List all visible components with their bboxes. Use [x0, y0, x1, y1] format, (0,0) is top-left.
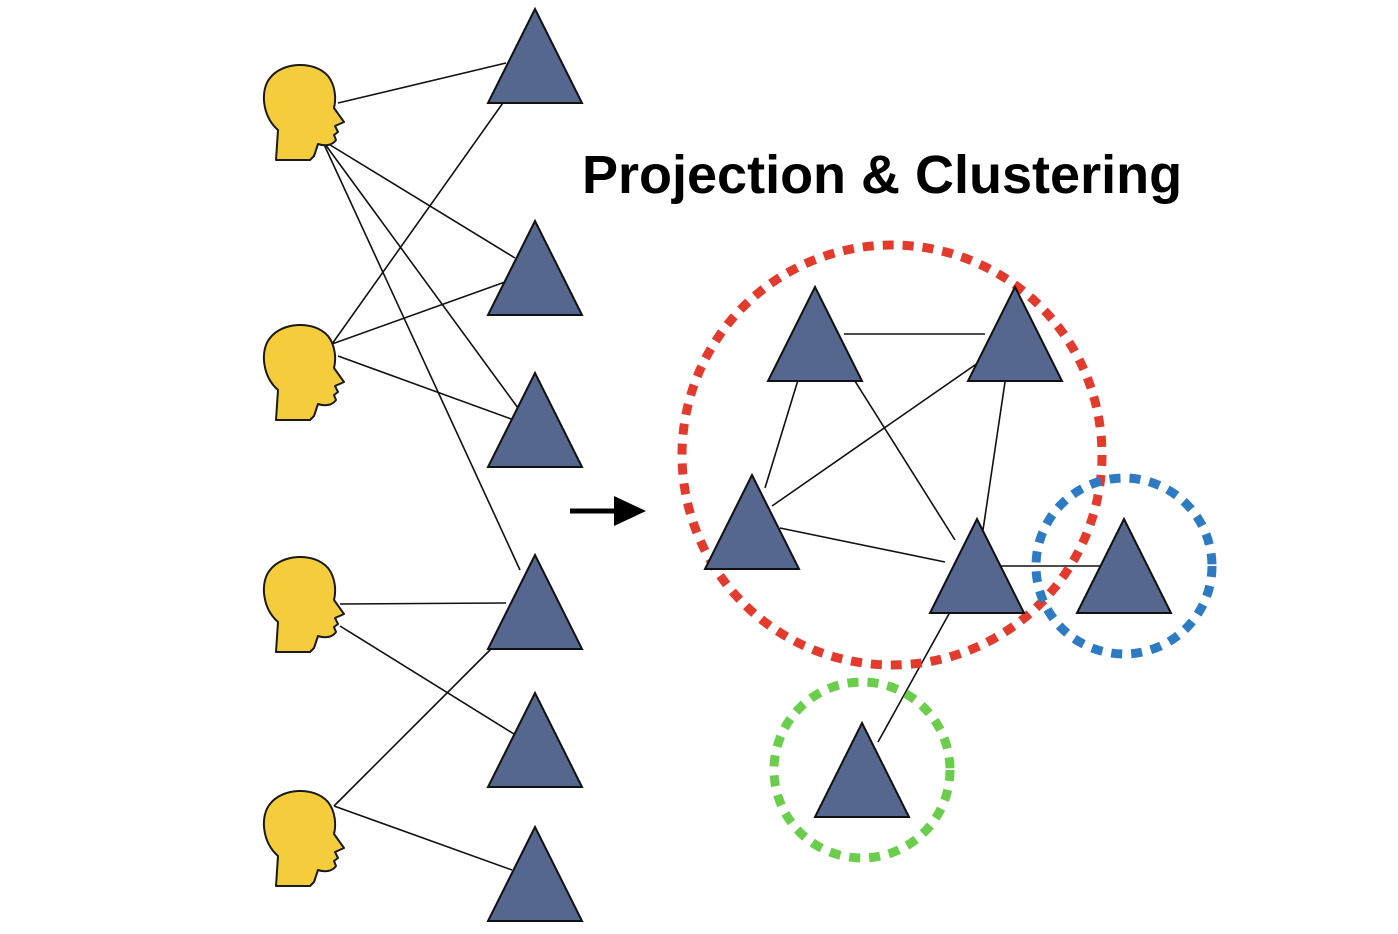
person-head-icon-p1: [262, 63, 345, 161]
item-triangle-icon-t4: [486, 552, 584, 650]
bipartite-edge-p3-t5: [339, 625, 515, 735]
projection-edge-b-c: [771, 357, 986, 507]
projected-triangle-icon-b: [966, 284, 1064, 382]
arrow-head-icon: [614, 496, 646, 526]
projection-arrow: [570, 496, 646, 526]
projection-edge-a-d: [847, 369, 956, 541]
bipartite-edge-p2-t2: [331, 281, 506, 345]
cluster-green-circle: [769, 677, 955, 863]
item-triangle-icon-t3: [486, 370, 584, 468]
diagram-title: Projection & Clustering: [582, 145, 1182, 205]
bipartite-edge-p4-t4: [333, 647, 493, 807]
bipartite-edge-p2-t3: [337, 355, 515, 421]
bipartite-edge-p1-t4: [321, 139, 521, 571]
projected-triangle-icon-c: [703, 472, 801, 570]
projection-edge-d-f: [877, 611, 951, 743]
projected-triangle-icon-f: [813, 720, 911, 818]
clusters-layer: [677, 240, 1217, 863]
cluster-red-circle: [677, 240, 1107, 670]
bipartite-edge-p1-t3: [321, 139, 519, 409]
bipartite-edge-p4-t6: [333, 805, 513, 871]
person-head-icon-p2: [262, 323, 345, 421]
projection-edge-b-d: [982, 381, 1006, 531]
projected-triangle-icon-a: [766, 284, 864, 382]
bipartite-edge-p1-t2: [321, 139, 516, 259]
cluster-blue-circle: [1031, 473, 1217, 659]
bipartite-edge-p1-t1: [337, 62, 507, 104]
item-triangle-icon-t5: [486, 690, 584, 788]
edges-layer: [321, 62, 1100, 871]
item-triangle-icon-t6: [486, 824, 584, 922]
item-triangle-icon-t2: [486, 218, 584, 316]
projected-triangle-icon-e: [1075, 516, 1173, 614]
projection-edge-c-d: [779, 527, 946, 563]
bipartite-edge-p3-t4: [339, 602, 507, 605]
bipartite-edge-p2-t1: [331, 99, 506, 345]
item-triangle-icon-t1: [486, 6, 584, 104]
nodes-layer: [262, 6, 1173, 922]
projected-triangle-icon-d: [928, 516, 1026, 614]
person-head-icon-p3: [262, 555, 345, 653]
person-head-icon-p4: [262, 789, 345, 887]
projection-edge-a-c: [764, 379, 799, 489]
